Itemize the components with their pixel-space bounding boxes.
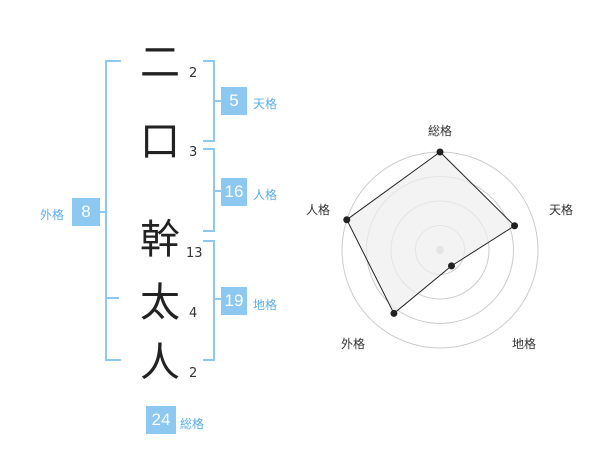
- jinkaku-label: 人格: [253, 188, 278, 202]
- radar-axis-label-soukaku: 総格: [428, 124, 453, 138]
- jinkaku-connector: [213, 190, 221, 192]
- chikaku-connector: [213, 298, 221, 300]
- gaikaku-value: 8: [72, 198, 100, 226]
- gaikaku-label: 外格: [40, 208, 65, 222]
- name-char-5: 人: [140, 340, 180, 386]
- chikaku-bracket: [203, 240, 215, 361]
- name-char-2: 口: [140, 119, 180, 165]
- radar-axis-label-tenkaku: 天格: [549, 203, 574, 217]
- soukaku-value: 24: [146, 406, 176, 434]
- chikaku-value: 19: [221, 287, 247, 315]
- stroke-count-1: 2: [189, 66, 198, 81]
- radar-axis-label-gaikaku: 外格: [341, 337, 366, 351]
- name-char-1: 二: [140, 40, 180, 86]
- soukaku-label: 総格: [180, 417, 205, 431]
- radar-axis-label-chikaku: 地格: [512, 337, 537, 351]
- radar-point-5: [343, 216, 351, 224]
- name-char-3: 幹: [140, 217, 180, 263]
- tenkaku-label: 天格: [253, 97, 278, 111]
- jinkaku-value: 16: [221, 178, 247, 206]
- radar-axis-label-jinkaku: 人格: [306, 203, 331, 217]
- radar-point-1: [436, 148, 444, 156]
- gaikaku-connector: [95, 211, 107, 213]
- tenkaku-value: 5: [221, 87, 247, 115]
- gaikaku-bracket: [105, 60, 121, 361]
- stroke-count-4: 4: [189, 306, 198, 321]
- stroke-count-5: 2: [189, 366, 198, 381]
- tenkaku-connector: [213, 100, 221, 102]
- name-char-4: 太: [140, 280, 180, 326]
- radar-point-3: [448, 262, 456, 270]
- gaikaku-bracket-tick: [105, 297, 119, 299]
- radar-polygon: [346, 151, 516, 315]
- radar-point-4: [390, 309, 398, 317]
- stroke-count-2: 3: [189, 145, 198, 160]
- stroke-count-3: 13: [186, 246, 203, 261]
- radar-point-2: [511, 222, 519, 230]
- chikaku-label: 地格: [253, 298, 278, 312]
